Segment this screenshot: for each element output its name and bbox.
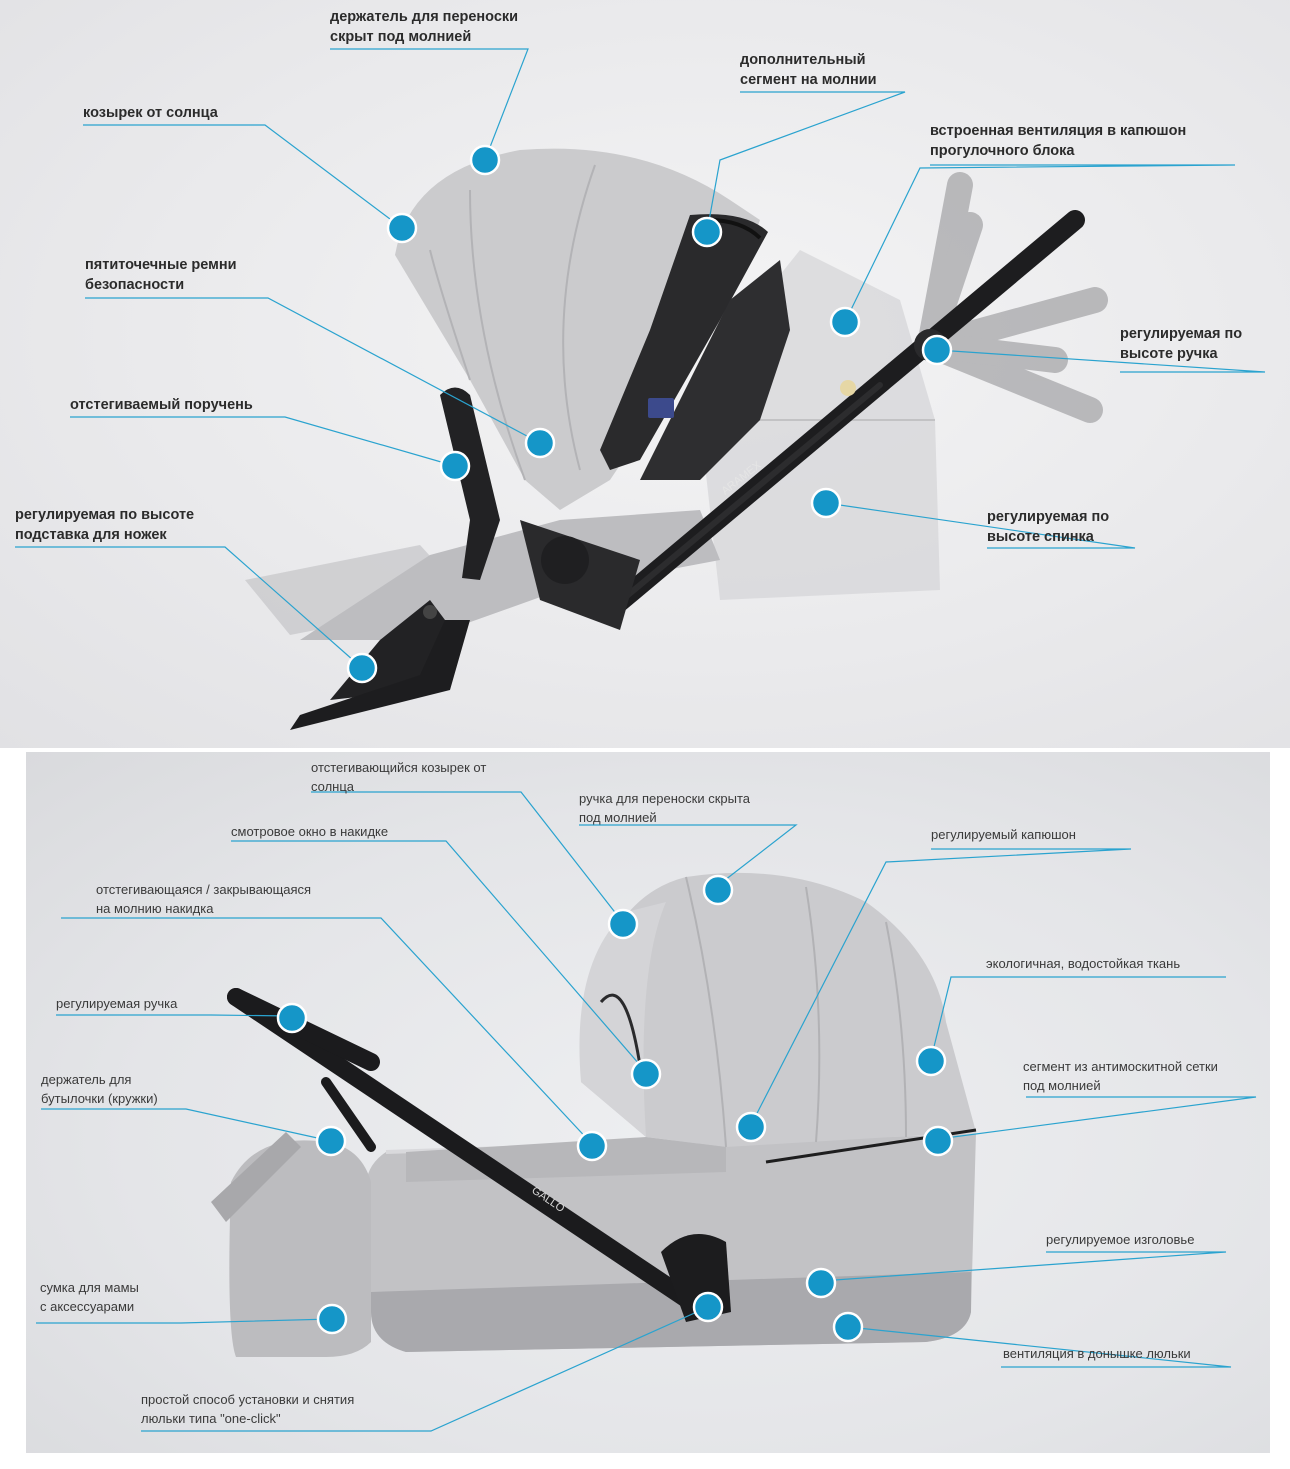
seat-unit-panel: ARAMEX xyxy=(0,0,1290,748)
callout-dot-adjustable-hood xyxy=(735,1111,767,1143)
callout-dot-viewing-window xyxy=(630,1058,662,1090)
callout-dot-five-point-belts xyxy=(524,427,556,459)
carrycot-panel: GALLO xyxy=(26,752,1270,1453)
carrycot-illustration: GALLO xyxy=(36,791,1257,1432)
callout-dot-adjustable-backrest xyxy=(810,487,842,519)
label-adjustable-headrest: регулируемое изголовье xyxy=(1046,1232,1195,1247)
label-eco-fabric: экологичная, водостойкая ткань xyxy=(986,956,1181,971)
callout-dot-bottle-holder xyxy=(315,1125,347,1157)
callout-dot-carry-handle xyxy=(702,874,734,906)
label-adjustable-hood: регулируемый капюшон xyxy=(931,827,1076,842)
callout-dot-adjustable-footrest xyxy=(346,652,378,684)
callout-dot-extra-segment xyxy=(691,216,723,248)
callout-dot-detachable-visor xyxy=(607,908,639,940)
callout-dot-one-click xyxy=(692,1291,724,1323)
callout-dot-sun-visor xyxy=(386,212,418,244)
label-viewing-window: смотровое окно в накидке xyxy=(231,824,389,839)
label-detachable-bumper: отстегиваемый поручень xyxy=(70,397,253,413)
callout-dot-adjustable-handle-b xyxy=(276,1002,308,1034)
callout-dot-detachable-bumper xyxy=(439,450,471,482)
callout-dot-adjustable-headrest xyxy=(805,1267,837,1299)
seat-unit-illustration: ARAMEX xyxy=(15,48,1266,730)
callout-dot-mosquito-net xyxy=(922,1125,954,1157)
callout-dot-bottom-ventilation xyxy=(832,1311,864,1343)
callout-dot-zip-cover xyxy=(576,1130,608,1162)
callout-dot-carry-holder xyxy=(469,144,501,176)
callout-dot-adjustable-handle xyxy=(921,334,953,366)
callout-dot-mom-bag xyxy=(316,1303,348,1335)
callout-dot-hood-ventilation xyxy=(829,306,861,338)
label-sun-visor: козырек от солнца xyxy=(83,105,218,121)
label-bottom-ventilation: вентиляция в донышке люльки xyxy=(1003,1346,1191,1361)
callout-dot-eco-fabric xyxy=(915,1045,947,1077)
label-adjustable-handle-b: регулируемая ручка xyxy=(56,996,178,1011)
